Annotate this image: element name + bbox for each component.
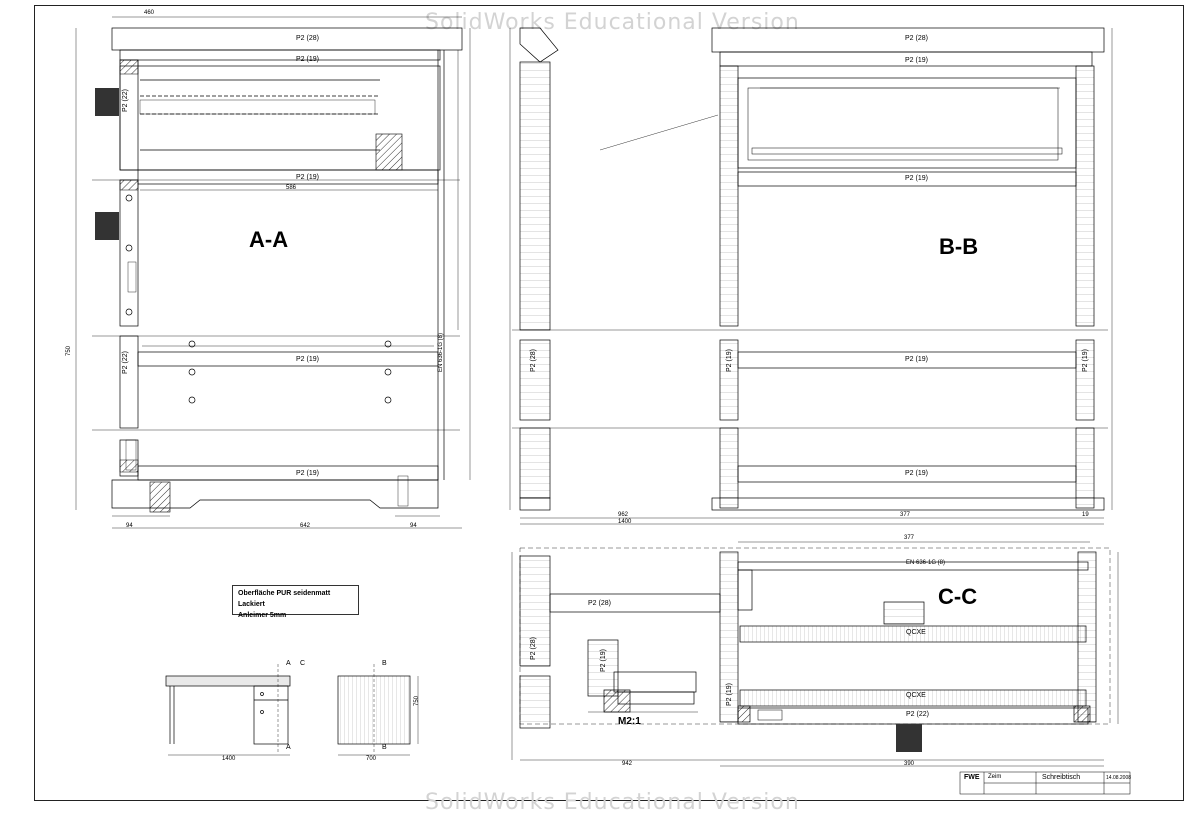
dim-view-width2: 700 (366, 756, 377, 762)
dim-bb-mid: 962 (618, 512, 629, 518)
dim-aa-inner: 586 (286, 185, 297, 191)
part-label-aa-4: P2 (19) (296, 470, 319, 477)
section-aa (92, 27, 463, 509)
view-marker-b-top: B (382, 660, 387, 667)
dimensions-bb (509, 28, 1113, 525)
part-label-aa-1: P2 (19) (296, 56, 319, 63)
section-label-bb: B-B (939, 234, 979, 259)
dimensions-cc (511, 541, 1119, 767)
dim-view-height: 750 (414, 695, 420, 706)
section-label-cc: C-C (938, 584, 978, 609)
part-label-cc-qcxe1: QCXE (906, 629, 926, 636)
surface-note-line2: Anleimer 5mm (238, 612, 287, 619)
watermark-bottom: SolidWorks Educational Version (425, 790, 800, 815)
hardware-block-icon (95, 88, 119, 116)
part-label-top-bb: P2 (28) (905, 35, 928, 42)
part-label-aa-side2: P2 (22) (122, 351, 129, 374)
dim-cc-mid: 942 (622, 761, 633, 767)
section-bb (512, 27, 1108, 511)
hatched-block-icon (149, 481, 171, 513)
part-label-bb-4: P2 (19) (905, 470, 928, 477)
dim-aa-right: 94 (410, 523, 417, 529)
side-view (337, 664, 419, 756)
detail-scale-label: M2:1 (618, 716, 641, 727)
part-label-bb-side: P2 (28) (530, 349, 537, 372)
dim-cc-top: 377 (904, 535, 915, 541)
view-marker-a-bottom: A (286, 744, 291, 751)
section-label-aa: A-A (249, 227, 289, 252)
view-marker-b-bottom: B (382, 744, 387, 751)
titleblock-drawn-by: Zeim (988, 774, 1002, 780)
hardware-block-icon (896, 724, 922, 752)
part-label-cc-shelf: P2 (28) (588, 600, 611, 607)
part-label-aa-en: EN 636-1G (8) (438, 332, 444, 372)
dim-aa-top: 460 (144, 10, 155, 16)
surface-note-line1: Oberfläche PUR seidenmatt Lackiert (238, 590, 331, 608)
part-label-bb-3: P2 (19) (905, 356, 928, 363)
watermark-top: SolidWorks Educational Version (425, 10, 800, 35)
dim-cc-right: 390 (904, 761, 915, 767)
part-label-cc-qcxe2: QCXE (906, 692, 926, 699)
titleblock-title: Schreibtisch (1042, 774, 1081, 781)
section-cc (519, 547, 1111, 729)
part-label-cc-side: P2 (28) (530, 637, 537, 660)
part-label-bb-2: P2 (19) (905, 175, 928, 182)
part-label-bb-side2: P2 (19) (726, 349, 733, 372)
part-label-aa-3: P2 (19) (296, 356, 319, 363)
dim-aa-height: 750 (66, 345, 72, 356)
part-label-bb-side3: P2 (19) (1082, 349, 1089, 372)
dim-bb-right: 377 (900, 512, 911, 518)
part-label-cc-en: EN 636-1G (8) (906, 560, 946, 566)
part-label-cc-bottom: P2 (22) (906, 711, 929, 718)
dimensions-aa (75, 16, 471, 529)
part-label-aa-side1: P2 (22) (122, 89, 129, 112)
titleblock-date: 14.08.2008 (1106, 775, 1132, 781)
surface-note: Oberfläche PUR seidenmatt Lackiert Anlei… (232, 585, 359, 619)
part-label-cc-detail: P2 (19) (600, 649, 607, 672)
view-marker-c: C (300, 660, 306, 667)
hardware-block-icon (95, 212, 119, 240)
dim-bb-width: 1400 (618, 519, 632, 525)
dim-aa-width: 642 (300, 523, 311, 529)
part-label-top-aa: P2 (28) (296, 35, 319, 42)
hatched-block-icon (375, 133, 403, 171)
titleblock-logo: FWE (964, 774, 980, 781)
dim-view-width1: 1400 (222, 756, 236, 762)
part-label-bb-1: P2 (19) (905, 57, 928, 64)
view-marker-a-top: A (286, 660, 291, 667)
part-label-aa-2: P2 (19) (296, 174, 319, 181)
part-label-cc-leg: P2 (19) (726, 683, 733, 706)
front-view (165, 664, 291, 756)
dim-bb-side: 19 (1082, 512, 1089, 518)
dim-aa-left: 94 (126, 523, 133, 529)
title-block (959, 771, 1131, 795)
